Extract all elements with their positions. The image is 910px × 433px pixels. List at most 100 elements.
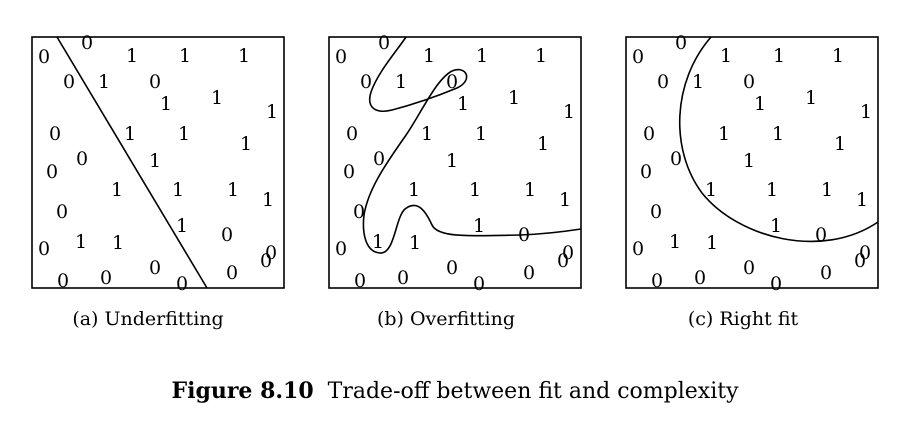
data-point-label: 1: [179, 45, 191, 67]
data-point-label: 0: [49, 123, 61, 145]
data-point-label: 0: [859, 242, 871, 264]
data-point-label: 0: [815, 224, 827, 246]
data-point-label: 1: [160, 93, 172, 115]
data-point-label: 1: [508, 87, 520, 109]
data-point-label: 0: [57, 270, 69, 292]
panel-b-caption: (b) Overfitting: [376, 308, 516, 330]
data-point-label: 1: [535, 45, 547, 67]
data-point-label: 1: [692, 71, 704, 93]
data-point-label: 1: [124, 123, 136, 145]
data-point-label: 1: [176, 215, 188, 237]
data-point-label: 0: [632, 46, 644, 68]
data-point-label: 0: [523, 262, 535, 284]
data-point-label: 0: [643, 123, 655, 145]
data-point-label: 0: [854, 250, 866, 272]
panel-b-decision-boundary: [362, 36, 582, 254]
data-point-label: 1: [563, 101, 575, 123]
data-point-label: 0: [265, 242, 277, 264]
data-point-label: 0: [657, 71, 669, 93]
data-point-label: 1: [821, 179, 833, 201]
data-point-label: 0: [562, 242, 574, 264]
data-point-label: 1: [524, 179, 536, 201]
data-point-label: 0: [694, 267, 706, 289]
data-point-label: 1: [446, 150, 458, 172]
data-point-label: 1: [772, 123, 784, 145]
data-point-label: 1: [766, 179, 778, 201]
data-point-label: 1: [832, 45, 844, 67]
data-point-label: 1: [773, 45, 785, 67]
data-point-label: 1: [112, 232, 124, 254]
panel-c-decision-boundary: [679, 36, 879, 243]
data-point-label: 0: [378, 32, 390, 54]
data-point-label: 0: [81, 32, 93, 54]
data-point-label: 0: [226, 262, 238, 284]
data-point-label: 1: [475, 123, 487, 145]
data-point-label: 1: [705, 179, 717, 201]
data-point-label: 1: [718, 123, 730, 145]
panel-b-frame: [328, 36, 582, 289]
figure-label: Figure 8.10: [171, 378, 314, 404]
data-point-label: 0: [76, 148, 88, 170]
figure-caption: Figure 8.10 Trade-off between fit and co…: [171, 378, 738, 404]
data-point-label: 1: [476, 45, 488, 67]
data-point-label: 1: [834, 133, 846, 155]
data-point-label: 0: [397, 267, 409, 289]
data-point-label: 0: [221, 224, 233, 246]
data-point-label: 1: [754, 93, 766, 115]
panel-c-caption: (c) Right fit: [687, 308, 799, 330]
data-point-label: 1: [126, 45, 138, 67]
data-point-label: 0: [260, 250, 272, 272]
data-point-label: 0: [446, 257, 458, 279]
data-point-label: 1: [149, 150, 161, 172]
data-point-label: 0: [743, 71, 755, 93]
data-point-label: 0: [473, 273, 485, 295]
data-point-label: 1: [409, 232, 421, 254]
data-point-label: 0: [557, 250, 569, 272]
data-point-label: 0: [38, 46, 50, 68]
panel-c-frame: [625, 36, 879, 289]
data-point-label: 0: [56, 201, 68, 223]
data-point-label: 0: [632, 238, 644, 260]
data-point-label: 1: [856, 189, 868, 211]
data-point-label: 0: [670, 148, 682, 170]
data-point-label: 1: [421, 123, 433, 145]
data-point-label: 0: [335, 238, 347, 260]
figure-caption-text: Trade-off between fit and complexity: [327, 379, 739, 404]
data-point-label: 0: [518, 224, 530, 246]
data-point-label: 0: [770, 273, 782, 295]
panel-a-caption: (a) Underfitting: [72, 308, 224, 330]
data-point-label: 1: [178, 123, 190, 145]
panel-a-frame: [31, 36, 285, 289]
data-point-label: 0: [650, 201, 662, 223]
data-point-label: 1: [805, 87, 817, 109]
data-point-label: 1: [720, 45, 732, 67]
data-point-label: 0: [675, 32, 687, 54]
data-point-label: 1: [770, 215, 782, 237]
data-point-label: 0: [149, 71, 161, 93]
data-point-label: 0: [373, 148, 385, 170]
data-point-label: 0: [651, 270, 663, 292]
data-point-label: 0: [743, 257, 755, 279]
data-point-label: 1: [408, 179, 420, 201]
data-point-label: 1: [559, 189, 571, 211]
data-point-label: 1: [238, 45, 250, 67]
data-point-label: 1: [98, 71, 110, 93]
data-point-label: 1: [469, 179, 481, 201]
data-point-label: 1: [473, 215, 485, 237]
data-point-label: 0: [63, 71, 75, 93]
data-point-label: 1: [262, 189, 274, 211]
data-point-label: 1: [240, 133, 252, 155]
data-point-label: 1: [457, 93, 469, 115]
data-point-label: 0: [346, 123, 358, 145]
data-point-label: 1: [423, 45, 435, 67]
data-point-label: 1: [111, 179, 123, 201]
data-point-label: 0: [640, 161, 652, 183]
data-point-label: 1: [172, 179, 184, 201]
data-point-label: 0: [100, 267, 112, 289]
